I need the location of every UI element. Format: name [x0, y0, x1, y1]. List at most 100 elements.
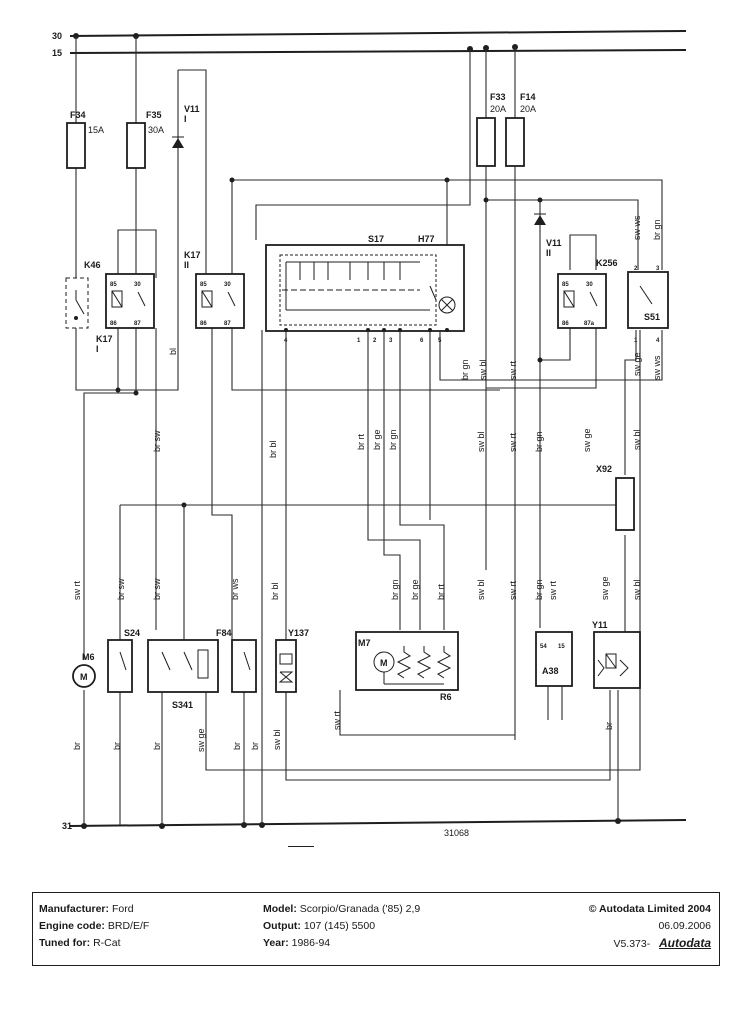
relay-k46: K46	[65, 260, 101, 329]
fuse-f33-rating: 20A	[490, 104, 506, 114]
svg-text:54: 54	[540, 644, 547, 650]
svg-text:sw bl: sw bl	[476, 431, 486, 452]
svg-text:M: M	[380, 658, 388, 668]
model-label: Model:	[263, 903, 297, 915]
switch-s17: S17 H77 4 1 2 3 6 5	[265, 234, 465, 344]
model-value: Scorpio/Granada ('85) 2,9	[299, 903, 421, 915]
diode-v11-ii-id: V11	[546, 238, 562, 248]
svg-text:sw ge: sw ge	[582, 428, 592, 452]
svg-text:sw ws: sw ws	[632, 215, 642, 240]
svg-text:sw bl: sw bl	[632, 429, 642, 450]
svg-text:br bl: br bl	[268, 440, 278, 458]
switch-s24-id: S24	[124, 628, 140, 638]
fuse-f33: F33 20A	[476, 92, 506, 167]
svg-text:sw ws: sw ws	[652, 355, 662, 380]
fuse-f34-rating: 15A	[88, 125, 104, 135]
connector-x92: X92	[596, 464, 635, 531]
svg-text:3: 3	[656, 266, 660, 272]
title-block-middle: Model: Scorpio/Granada ('85) 2,9 Output:…	[263, 901, 420, 952]
svg-text:2: 2	[634, 266, 638, 272]
svg-text:85: 85	[200, 282, 207, 288]
separator-mark	[288, 846, 314, 847]
wire-colour-labels: bl br sw br bl br rt br ge br gn br gn s…	[72, 215, 662, 752]
svg-text:br: br	[72, 742, 82, 750]
svg-text:sw rt: sw rt	[508, 433, 518, 452]
svg-text:sw rt: sw rt	[72, 581, 82, 600]
fuse-f34-id: F34	[70, 110, 86, 120]
svg-text:30: 30	[586, 282, 593, 288]
diode-v11-i-id: V11	[184, 104, 200, 114]
svg-text:5: 5	[438, 338, 442, 344]
module-a38-id: A38	[542, 666, 559, 676]
valve-y11-id: Y11	[592, 620, 608, 630]
fuse-f34: F34 15A	[66, 110, 104, 169]
title-block-left: Manufacturer: Ford Engine code: BRD/E/F …	[39, 901, 149, 952]
svg-text:sw rt: sw rt	[332, 711, 342, 730]
svg-text:sw bl: sw bl	[272, 729, 282, 750]
svg-text:sw ge: sw ge	[196, 728, 206, 752]
svg-text:I: I	[96, 344, 99, 354]
fuse-f14: F14 20A	[505, 92, 536, 167]
svg-text:sw bl: sw bl	[476, 579, 486, 600]
relay-k17-i: 85 30 86 87 K17 I	[96, 273, 155, 354]
fuse-f35: F35 30A	[126, 110, 164, 169]
svg-text:sw rt: sw rt	[508, 361, 518, 380]
lamp-h77-id: H77	[418, 234, 435, 244]
switch-s51-id: S51	[644, 312, 660, 322]
output-value: 107 (145) 5500	[303, 920, 376, 932]
svg-text:sw ge: sw ge	[632, 352, 642, 376]
diode-v11-i: V11 I	[172, 104, 200, 148]
svg-text:85: 85	[110, 282, 117, 288]
switch-s24: S24	[107, 628, 140, 693]
fuse-f14-id: F14	[520, 92, 536, 102]
svg-text:sw ge: sw ge	[600, 576, 610, 600]
manufacturer-value: Ford	[111, 903, 134, 915]
fuse-f35-id: F35	[146, 110, 162, 120]
title-block-right: © Autodata Limited 2004 06.09.2006 V5.37…	[589, 901, 711, 953]
relay-k256: 85 30 86 87a K256	[557, 258, 618, 329]
switch-f84-id: F84	[216, 628, 232, 638]
svg-text:br: br	[250, 742, 260, 750]
valve-y11: Y11	[592, 620, 641, 689]
diode-v11-i-sub: I	[184, 114, 187, 124]
bus-31-label: 31	[62, 821, 72, 831]
svg-text:II: II	[184, 260, 189, 270]
connector-x92-id: X92	[596, 464, 612, 474]
year-value: 1986-94	[291, 937, 331, 949]
svg-text:2: 2	[373, 338, 377, 344]
engine-label: Engine code:	[39, 920, 105, 932]
switch-s341: S341	[147, 639, 219, 710]
year-label: Year:	[263, 937, 289, 949]
svg-text:br gn: br gn	[534, 431, 544, 452]
relay-k46-id: K46	[84, 260, 101, 270]
relay-k256-id: K256	[596, 258, 618, 268]
module-a38: 54 15 A38	[535, 631, 573, 687]
motor-m7-r6: M M7 R6	[355, 631, 459, 702]
svg-text:sw rt: sw rt	[508, 581, 518, 600]
svg-text:4: 4	[284, 338, 288, 344]
svg-text:br ws: br ws	[230, 578, 240, 600]
bus-15-label: 15	[52, 48, 62, 58]
title-block: Manufacturer: Ford Engine code: BRD/E/F …	[32, 892, 720, 966]
svg-text:br: br	[112, 742, 122, 750]
svg-text:br gn: br gn	[652, 219, 662, 240]
svg-text:br rt: br rt	[356, 434, 366, 451]
manufacturer-label: Manufacturer:	[39, 903, 110, 915]
svg-text:br: br	[604, 722, 614, 730]
svg-text:3: 3	[389, 338, 393, 344]
svg-text:br gn: br gn	[390, 579, 400, 600]
svg-text:1: 1	[357, 338, 361, 344]
svg-text:87a: 87a	[584, 321, 595, 327]
svg-text:86: 86	[200, 321, 207, 327]
svg-text:br: br	[232, 742, 242, 750]
fuse-f33-id: F33	[490, 92, 506, 102]
svg-text:87: 87	[134, 321, 141, 327]
svg-text:6: 6	[420, 338, 424, 344]
motor-m7-id: M7	[358, 638, 371, 648]
svg-text:br ge: br ge	[372, 429, 382, 450]
wires	[75, 36, 663, 826]
tuned-value: R-Cat	[93, 937, 121, 949]
svg-text:br ge: br ge	[410, 579, 420, 600]
svg-text:15: 15	[558, 644, 565, 650]
